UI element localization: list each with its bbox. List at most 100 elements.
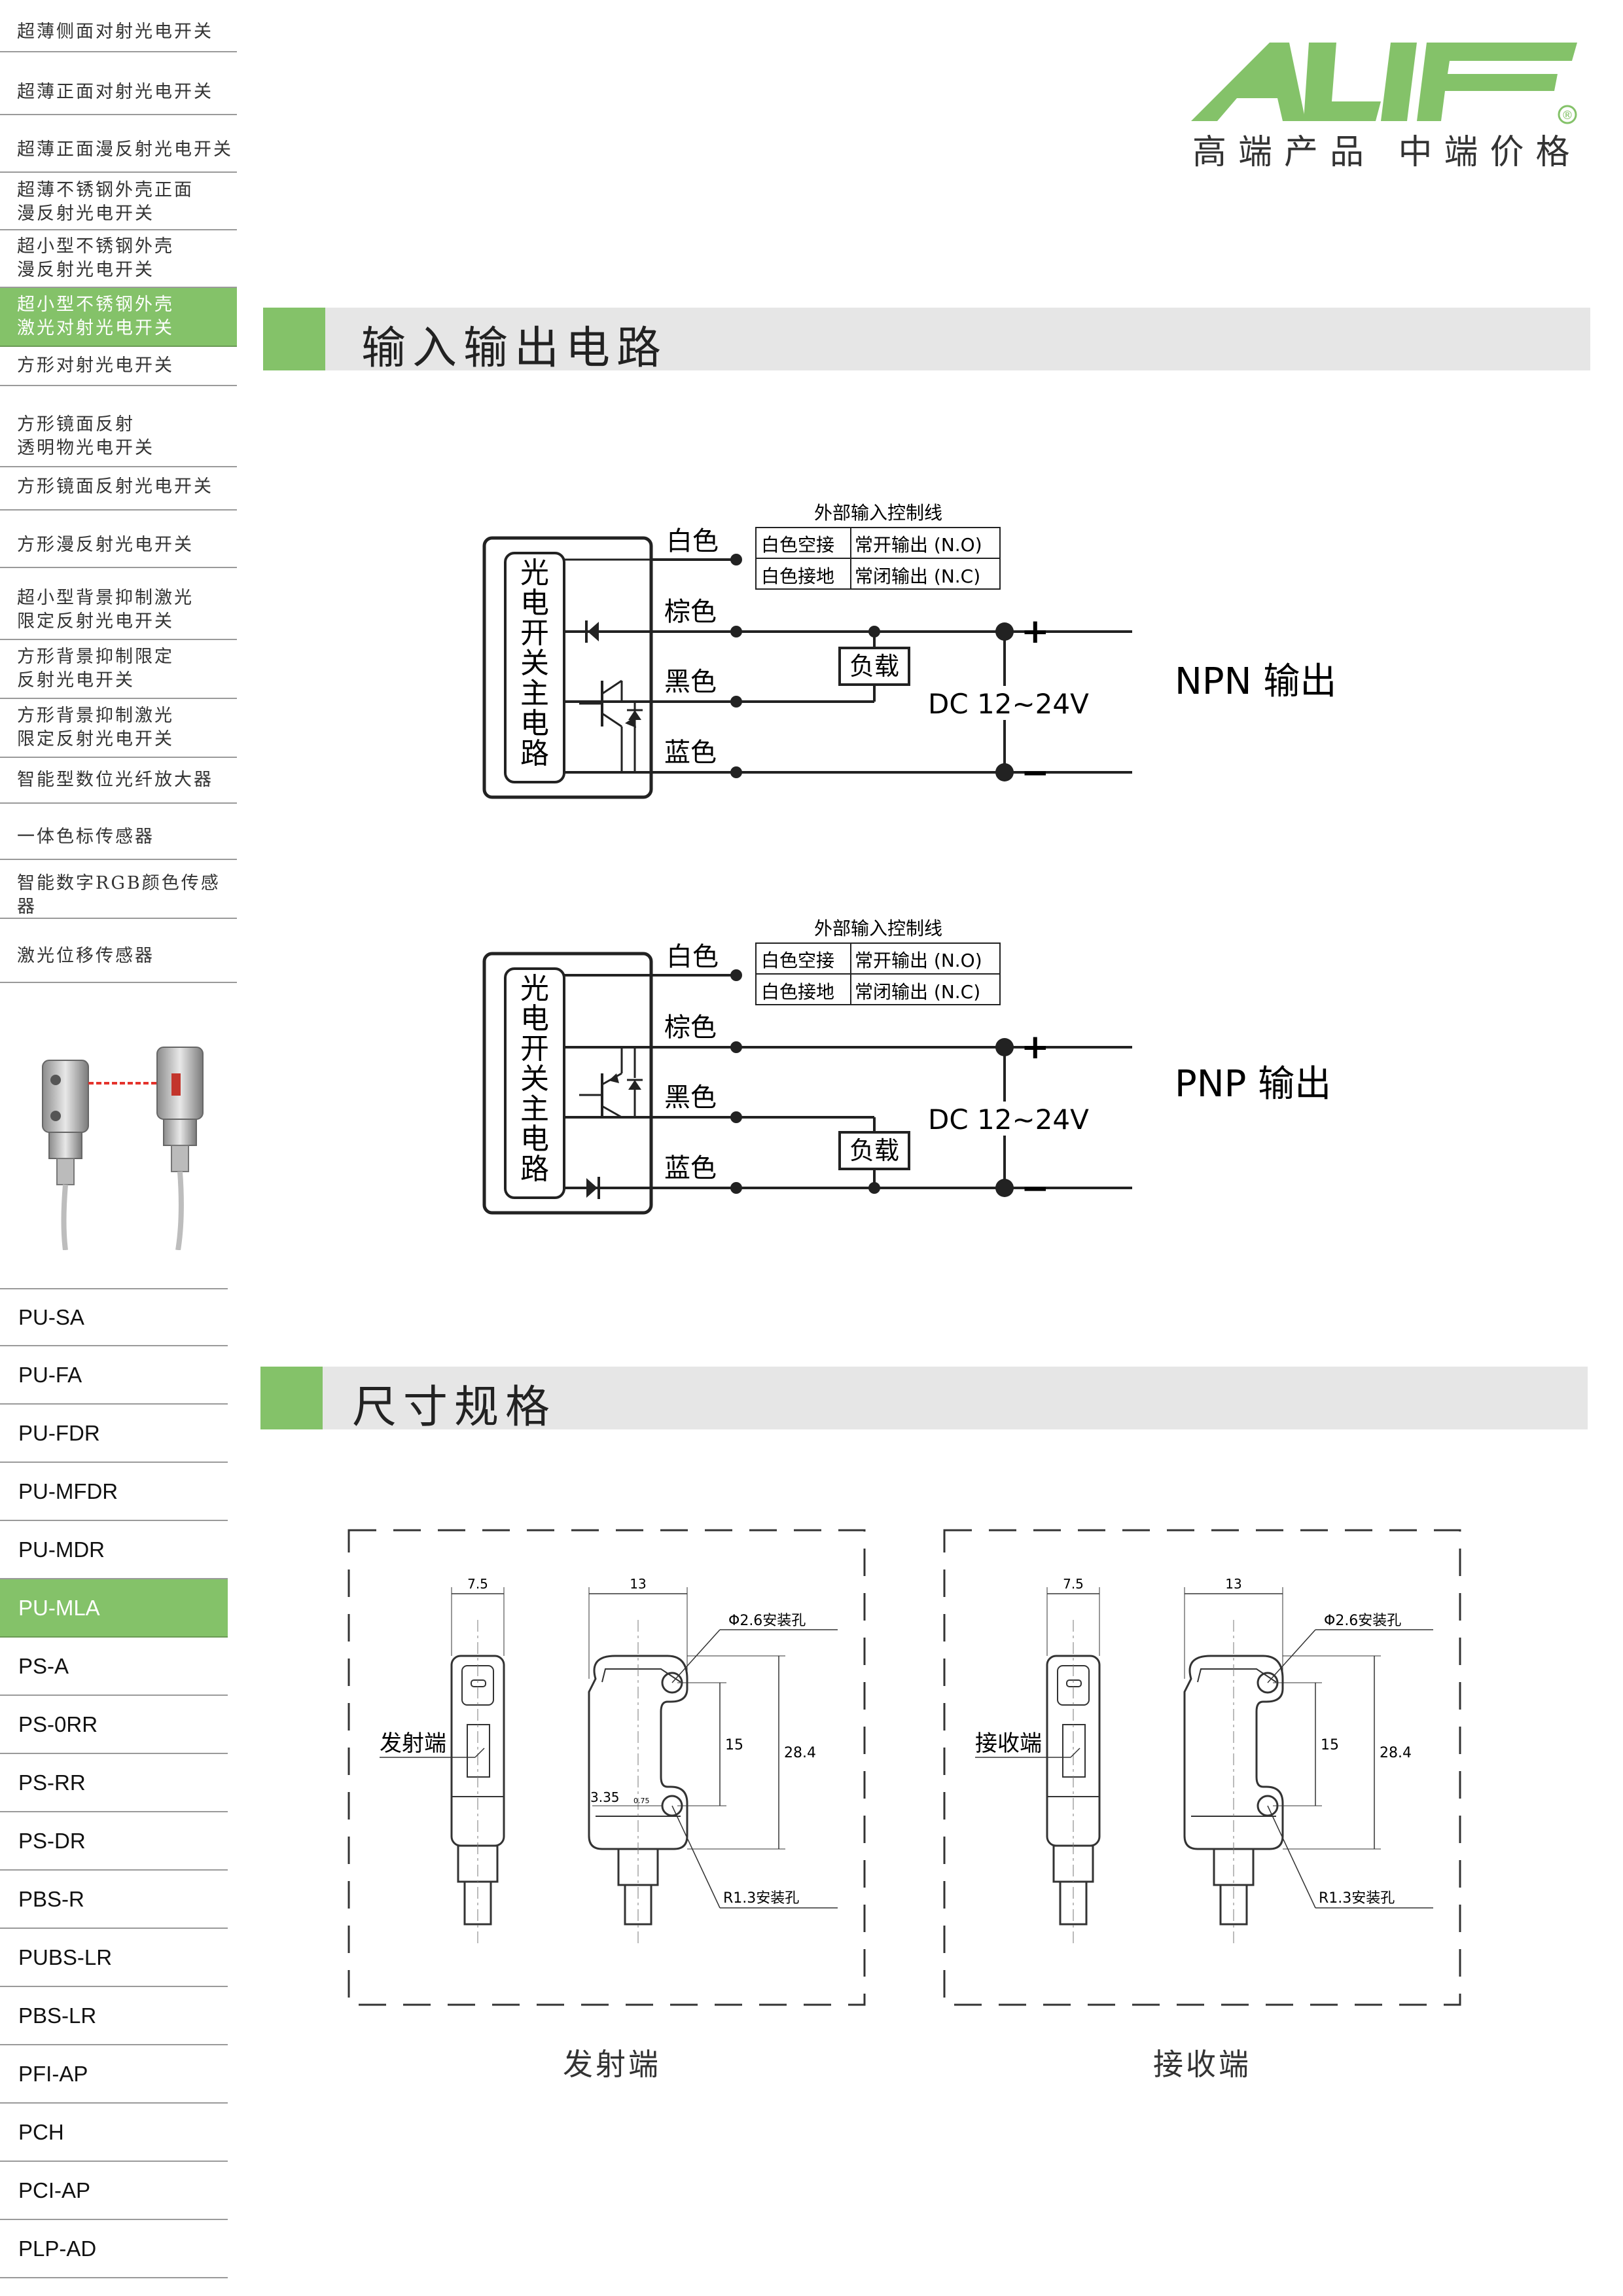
category-item[interactable]: 智能型数位光纤放大器 bbox=[0, 758, 237, 804]
ext-row1-b: 常开输出 (N.O) bbox=[855, 534, 982, 556]
category-label: 方形背景抑制限定 反射光电开关 bbox=[17, 647, 174, 691]
category-item[interactable]: 超薄不锈钢外壳正面 漫反射光电开关 bbox=[0, 175, 237, 230]
category-item[interactable]: 方形背景抑制激光 限定反射光电开关 bbox=[0, 699, 237, 758]
dim-hole-spacing: 15 bbox=[1321, 1737, 1339, 1753]
model-item[interactable]: PS-RR bbox=[0, 1754, 228, 1812]
dim-height: 28.4 bbox=[784, 1745, 816, 1761]
ext-row2-b: 常闭输出 (N.C) bbox=[855, 981, 980, 1003]
dim-section-title: 尺寸规格 bbox=[352, 1382, 557, 1433]
dim-hole-spacing: 15 bbox=[725, 1737, 743, 1753]
hole-bottom-label: R1.3安装孔 bbox=[723, 1890, 799, 1907]
category-label: 超小型不锈钢外壳 漫反射光电开关 bbox=[17, 236, 174, 280]
model-item[interactable]: PUBS-LR bbox=[0, 1929, 228, 1987]
category-label: 超小型不锈钢外壳 激光对射光电开关 bbox=[17, 295, 174, 338]
category-item[interactable]: 方形镜面反射 透明物光电开关 bbox=[0, 407, 237, 467]
model-label: PCH bbox=[18, 2119, 64, 2144]
hole-bottom-label: R1.3安装孔 bbox=[1319, 1890, 1395, 1907]
model-item[interactable]: PS-A bbox=[0, 1638, 228, 1696]
category-item[interactable]: 激光位移传感器 bbox=[0, 931, 237, 983]
category-item[interactable]: 超小型不锈钢外壳 漫反射光电开关 bbox=[0, 230, 237, 288]
model-item[interactable]: PCH bbox=[0, 2104, 228, 2162]
model-item[interactable]: PS-0RR bbox=[0, 1696, 228, 1754]
category-label: 一体色标传感器 bbox=[17, 827, 154, 847]
category-item[interactable]: 超小型背景抑制激光 限定反射光电开关 bbox=[0, 581, 237, 640]
model-item[interactable]: PU-MDR bbox=[0, 1521, 228, 1579]
model-item[interactable]: PBS-LR bbox=[0, 1987, 228, 2045]
model-label: PBS-LR bbox=[18, 2003, 97, 2028]
category-item[interactable]: 超薄侧面对射光电开关 bbox=[0, 13, 237, 52]
minus-sign: − bbox=[1021, 1169, 1050, 1208]
model-item[interactable]: PS-DR bbox=[0, 1812, 228, 1871]
model-label: PU-SA bbox=[18, 1304, 84, 1329]
model-item[interactable]: PLP-AD bbox=[0, 2220, 228, 2278]
category-label: 超薄不锈钢外壳正面 漫反射光电开关 bbox=[17, 180, 194, 224]
category-label: 方形镜面反射 透明物光电开关 bbox=[17, 414, 154, 458]
hole-top-label: Φ2.6安装孔 bbox=[1324, 1613, 1401, 1629]
model-label: PU-FDR bbox=[18, 1420, 100, 1445]
model-item[interactable]: PCI-AP bbox=[0, 2162, 228, 2220]
dashed-frame bbox=[348, 1529, 866, 2006]
model-item[interactable]: PFI-AP bbox=[0, 2045, 228, 2104]
model-label: PUBS-LR bbox=[18, 1945, 113, 1969]
dim-front-width: 13 bbox=[630, 1576, 646, 1592]
wire-black-label: 黑色 bbox=[664, 667, 717, 697]
category-item[interactable]: 方形背景抑制限定 反射光电开关 bbox=[0, 640, 237, 699]
category-label: 方形镜面反射光电开关 bbox=[17, 476, 213, 497]
ext-row1-a: 白色空接 bbox=[761, 534, 834, 556]
category-item[interactable]: 方形对射光电开关 bbox=[0, 347, 237, 386]
pnp-circuit-diagram: 光电开关主电路 白色 棕色 黑色 蓝色 外部输入控制线 白色空接 常开输出 (N… bbox=[482, 918, 1331, 1215]
dim-front-width: 13 bbox=[1225, 1576, 1241, 1592]
category-item[interactable]: 方形漫反射光电开关 bbox=[0, 524, 237, 568]
category-item[interactable]: 智能数字RGB颜色传感器 bbox=[0, 873, 237, 919]
category-label: 方形对射光电开关 bbox=[17, 355, 174, 376]
ext-row2-a: 白色接地 bbox=[761, 565, 834, 587]
model-label: PU-MFDR bbox=[18, 1479, 118, 1503]
category-item[interactable]: 超小型不锈钢外壳 激光对射光电开关 bbox=[0, 288, 237, 347]
model-item[interactable]: PU-SA bbox=[0, 1288, 228, 1346]
category-label: 智能数字RGB颜色传感器 bbox=[17, 873, 221, 917]
model-item[interactable]: PU-MFDR bbox=[0, 1463, 228, 1521]
ext-title: 外部输入控制线 bbox=[814, 502, 942, 524]
category-label: 激光位移传感器 bbox=[17, 946, 154, 966]
side-body bbox=[1046, 1655, 1101, 1847]
model-label: PS-A bbox=[18, 1653, 69, 1678]
ext-row2-a: 白色接地 bbox=[761, 981, 834, 1003]
model-label: PS-DR bbox=[18, 1828, 86, 1853]
category-item[interactable]: 一体色标传感器 bbox=[0, 816, 237, 860]
wire-brown-label: 棕色 bbox=[664, 1013, 717, 1043]
model-label: PLP-AD bbox=[18, 2236, 97, 2261]
model-label: PS-0RR bbox=[18, 1712, 98, 1736]
main-circuit-label: 光电开关主电路 bbox=[520, 556, 549, 770]
side-slot bbox=[1066, 1679, 1082, 1687]
model-item[interactable]: PU-MLA bbox=[0, 1579, 228, 1638]
dim-section-header: 尺寸规格 bbox=[260, 1367, 1588, 1433]
model-label: PU-MLA bbox=[18, 1595, 100, 1620]
model-label: PU-MDR bbox=[18, 1537, 105, 1562]
category-label: 超小型背景抑制激光 限定反射光电开关 bbox=[17, 588, 194, 632]
model-label: PCI-AP bbox=[18, 2178, 91, 2202]
hole-leader bbox=[671, 1805, 721, 1909]
wire-white-label: 白色 bbox=[666, 942, 719, 972]
plus-sign: + bbox=[1021, 1028, 1050, 1067]
dim-side-width: 7.5 bbox=[467, 1576, 488, 1592]
model-item[interactable]: PBS-R bbox=[0, 1871, 228, 1929]
category-item[interactable]: 方形镜面反射光电开关 bbox=[0, 465, 237, 511]
front-cable bbox=[624, 1884, 652, 1926]
category-item[interactable]: 超薄正面对射光电开关 bbox=[0, 71, 237, 115]
model-item[interactable]: PU-FDR bbox=[0, 1405, 228, 1463]
model-item[interactable]: PU-FA bbox=[0, 1346, 228, 1405]
front-bevel bbox=[601, 1668, 681, 1683]
section-accent bbox=[263, 308, 325, 370]
category-item[interactable]: 超薄正面漫反射光电开关 bbox=[0, 128, 237, 173]
emitter-tag-label: 发射端 bbox=[380, 1731, 446, 1757]
load-label: 负载 bbox=[849, 652, 899, 681]
registered-mark: ® bbox=[1561, 109, 1573, 122]
side-body bbox=[450, 1655, 505, 1847]
wire-blue-label: 蓝色 bbox=[664, 1153, 717, 1183]
product-photo bbox=[42, 1047, 204, 1250]
ext-row1-b: 常开输出 (N.O) bbox=[855, 950, 982, 971]
front-body bbox=[588, 1655, 688, 1850]
supply-voltage: DC 12~24V bbox=[928, 688, 1089, 720]
